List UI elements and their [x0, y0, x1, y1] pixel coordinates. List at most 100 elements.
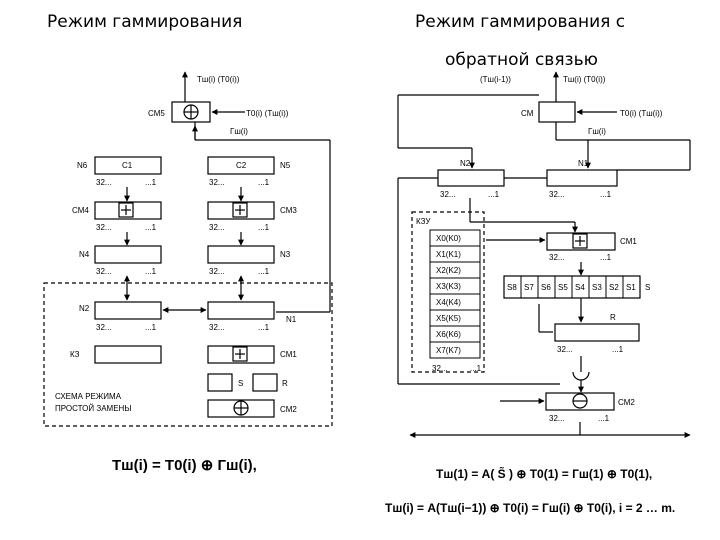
- right-n2-register: [437, 169, 505, 187]
- left-bits-label: 32...: [96, 223, 112, 232]
- right-s-box-dividers: [520, 276, 624, 298]
- left-bits-label: ...1: [145, 223, 157, 232]
- left-cm4-label: СМ4: [72, 206, 89, 215]
- right-bits-label: 32...: [557, 345, 573, 354]
- left-bits-label: ...1: [258, 267, 270, 276]
- right-bits-label: 32...: [432, 364, 448, 373]
- right-n1-label: N1: [578, 159, 589, 168]
- right-cm-label: СМ: [521, 109, 534, 118]
- right-sbox-label: S2: [609, 283, 619, 292]
- left-n4-label: N4: [79, 250, 90, 259]
- right-bits-label: ...1: [612, 345, 624, 354]
- left-n6-label: N6: [77, 161, 88, 170]
- left-bits-label: ...1: [258, 323, 270, 332]
- right-s-label: S: [645, 283, 650, 292]
- right-kzu-label: КЗУ: [416, 217, 431, 226]
- left-bits-label: 32...: [96, 323, 112, 332]
- left-c2-register: [207, 156, 275, 175]
- title-right-line1: Режим гаммирования с: [415, 12, 626, 32]
- right-sbox-label: S4: [575, 283, 585, 292]
- right-key-label: X2(K2): [436, 266, 461, 275]
- right-kzu-frame: [411, 211, 485, 373]
- left-bits-label: ...1: [258, 223, 270, 232]
- formula-right-1: Tш(1) = A( S̃ ) ⊕ T0(1) = Гш(1) ⊕ T0(1),: [436, 466, 652, 481]
- left-bits-label: 32...: [209, 223, 225, 232]
- left-bits-label: 32...: [96, 267, 112, 276]
- left-bits-label: 32...: [96, 178, 112, 187]
- left-bits-label: ...1: [145, 323, 157, 332]
- right-key-label: X6(K6): [436, 330, 461, 339]
- left-n1-label: N1: [286, 315, 297, 324]
- left-top-out-label: Tш(i) (T0(i)): [197, 75, 240, 84]
- left-diagram: [43, 71, 333, 427]
- right-bits-label: ...1: [488, 190, 500, 199]
- left-n5-label: N5: [280, 161, 291, 170]
- right-n2-label: N2: [460, 159, 471, 168]
- right-sbox-label: S1: [626, 283, 636, 292]
- formula-right-2: Tш(i) = A(Tш(i−1)) ⊕ T0(i) = Гш(i) ⊕ T0(…: [385, 501, 675, 515]
- left-cm4-plus-icon: [118, 202, 134, 218]
- right-tprev-label: (Tш(i-1)): [480, 75, 511, 84]
- right-key-label: X0(K0): [436, 234, 461, 243]
- left-n2-register: [94, 301, 162, 320]
- right-sbox-label: S3: [592, 283, 602, 292]
- left-cm5-label: СМ5: [148, 109, 165, 118]
- left-r-label: R: [282, 379, 288, 388]
- right-kzu-keys: [429, 229, 481, 359]
- right-bits-label: ...1: [600, 190, 612, 199]
- right-key-label: X3(K3): [436, 282, 461, 291]
- left-bits-label: ...1: [145, 267, 157, 276]
- right-sbox-label: S5: [558, 283, 568, 292]
- left-cm2-label: СМ2: [280, 405, 297, 414]
- left-n2-label: N2: [79, 304, 90, 313]
- left-bits-label: 32...: [209, 323, 225, 332]
- right-key-label: X4(K4): [436, 298, 461, 307]
- left-gamma-label: Гш(i): [230, 127, 248, 136]
- left-s-label: S: [238, 379, 243, 388]
- title-left: Режим гаммирования: [47, 12, 243, 32]
- right-t0-label: T0(i) (Tш(i)): [620, 109, 663, 118]
- right-key-label: X5(K5): [436, 314, 461, 323]
- right-cm2-label: СМ2: [618, 398, 635, 407]
- right-labels: Tш(i) (T0(i)) (Tш(i-1)) СМ T0(i) (Tш(i))…: [416, 75, 663, 423]
- left-s-block: [207, 373, 233, 392]
- left-c1-register: [94, 156, 162, 175]
- right-cm-block: [538, 101, 576, 123]
- right-bits-label: 32...: [440, 190, 456, 199]
- formulas: Tш(i) = T0(i) ⊕ Гш(i), Tш(1) = A( S̃ ) ⊕…: [112, 457, 675, 515]
- left-kz-label: КЗ: [70, 350, 80, 359]
- right-r-label: R: [610, 313, 616, 322]
- right-cm1-plus-icon: [572, 233, 588, 249]
- right-top-out-label: Tш(i) (T0(i)): [563, 75, 606, 84]
- left-cm3-plus-icon: [232, 202, 248, 218]
- left-bits-label: 32...: [209, 178, 225, 187]
- left-n4-register: [94, 245, 162, 264]
- left-bits-label: ...1: [258, 178, 270, 187]
- left-r-block: [252, 373, 278, 392]
- right-gamma-label: Гш(i): [588, 127, 606, 136]
- formula-left: Tш(i) = T0(i) ⊕ Гш(i),: [112, 457, 257, 474]
- right-bits-label: ...1: [598, 414, 610, 423]
- left-bits-label: 32...: [209, 267, 225, 276]
- right-bits-label: 32...: [549, 253, 565, 262]
- left-cm1-plus-icon: [232, 346, 248, 362]
- left-scheme-label-2: ПРОСТОЙ ЗАМЕНЫ: [55, 404, 131, 413]
- left-simple-replacement-frame: [43, 282, 333, 427]
- right-bits-label: 32...: [549, 414, 565, 423]
- right-bits-label: 32...: [549, 190, 565, 199]
- left-n3-label: N3: [280, 250, 291, 259]
- left-cm1-label: СМ1: [280, 350, 297, 359]
- right-sbox-label: S8: [507, 283, 517, 292]
- right-r-register: [554, 323, 640, 342]
- left-bits-label: ...1: [145, 178, 157, 187]
- left-scheme-label-1: СХЕМА РЕЖИМА: [55, 392, 122, 401]
- left-kz-block: [94, 345, 162, 364]
- right-key-label: X1(K1): [436, 250, 461, 259]
- left-t0-label: T0(i) (Tш(i)): [246, 109, 289, 118]
- left-n1-register: [207, 301, 275, 320]
- right-key-label: X7(K7): [436, 346, 461, 355]
- left-labels: Tш(i) (T0(i)) СМ5 T0(i) (Tш(i)) Гш(i) N6…: [55, 75, 297, 414]
- right-cm1-label: СМ1: [620, 237, 637, 246]
- title-right-line2: обратной связью: [445, 50, 598, 70]
